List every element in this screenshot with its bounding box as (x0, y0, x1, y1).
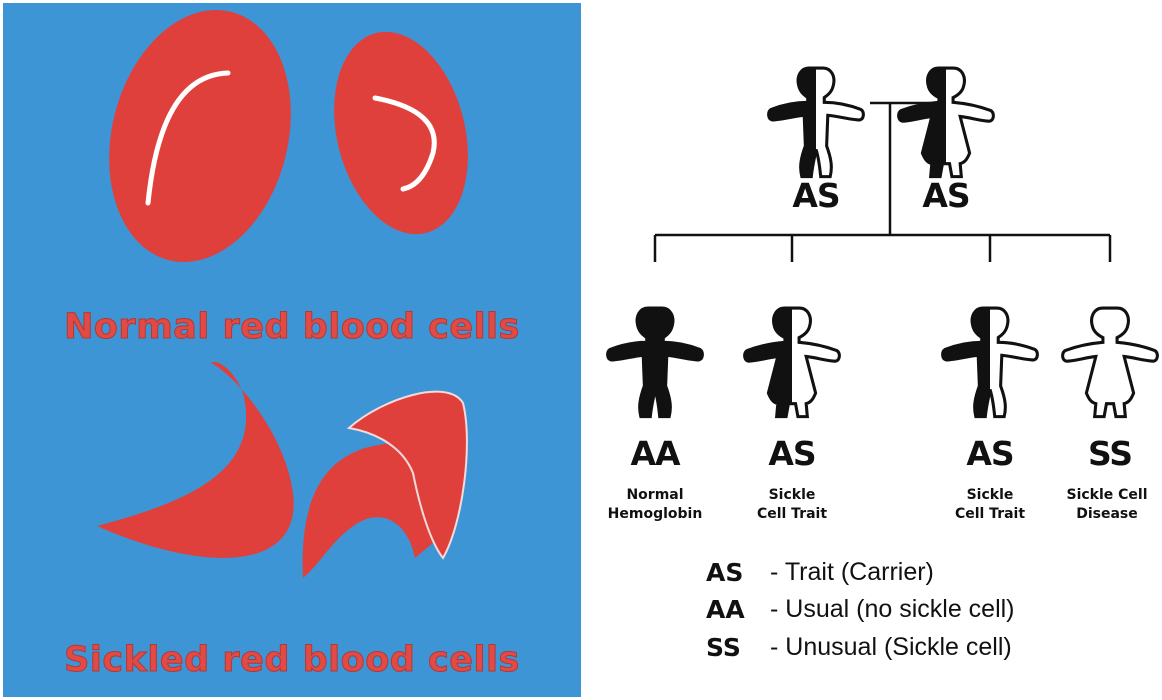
child-description-line: Normal (590, 486, 720, 505)
legend-code: SS (706, 633, 741, 662)
child-description: Normal Hemoglobin (590, 486, 720, 524)
sickled-cells-caption: Sickled red blood cells (3, 640, 581, 680)
half-shaded-male-figure (943, 308, 1038, 417)
child-genotype: SS (1050, 434, 1162, 473)
parent-genotype: AS (886, 176, 1006, 215)
legend-text: - Unusual (Sickle cell) (770, 633, 1012, 662)
blood-cell-illustration (3, 3, 581, 697)
half-shaded-male-figure (769, 68, 864, 177)
inheritance-pedigree (585, 0, 1162, 560)
child-genotype: AS (930, 434, 1050, 473)
child-description: Sickle Cell Trait (727, 486, 857, 524)
solid-male-figure (608, 308, 703, 417)
child-description-line: Sickle Cell (1042, 486, 1162, 505)
child-description-line: Sickle (727, 486, 857, 505)
child-description: Sickle Cell Disease (1042, 486, 1162, 524)
legend-code: AS (706, 558, 743, 587)
legend-text: - Usual (no sickle cell) (770, 595, 1015, 624)
child-description-line: Disease (1042, 505, 1162, 524)
blood-cell-panel: Normal red blood cells Sickled red blood… (3, 3, 581, 697)
legend-text: - Trait (Carrier) (770, 558, 934, 587)
child-description-line: Sickle (925, 486, 1055, 505)
panel-background (3, 3, 581, 697)
legend-code: AA (706, 595, 745, 624)
normal-cells-caption: Normal red blood cells (3, 307, 581, 347)
child-description-line: Hemoglobin (590, 505, 720, 524)
half-shaded-female-figure (745, 308, 840, 417)
child-genotype: AA (595, 434, 715, 473)
child-description: Sickle Cell Trait (925, 486, 1055, 524)
child-genotype: AS (732, 434, 852, 473)
half-shaded-female-figure (899, 68, 994, 177)
pedigree-lines (655, 103, 1110, 262)
child-description-line: Cell Trait (925, 505, 1055, 524)
outline-female-figure (1063, 308, 1158, 417)
child-description-line: Cell Trait (727, 505, 857, 524)
parent-genotype: AS (756, 176, 876, 215)
